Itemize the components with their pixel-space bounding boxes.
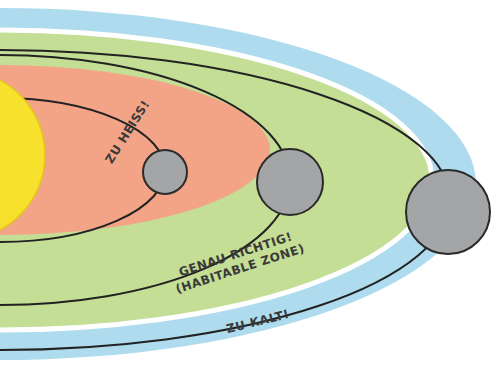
planet-outer bbox=[406, 170, 490, 254]
planet-middle bbox=[257, 149, 323, 215]
planet-inner bbox=[143, 150, 187, 194]
zone-shape bbox=[0, 8, 476, 360]
